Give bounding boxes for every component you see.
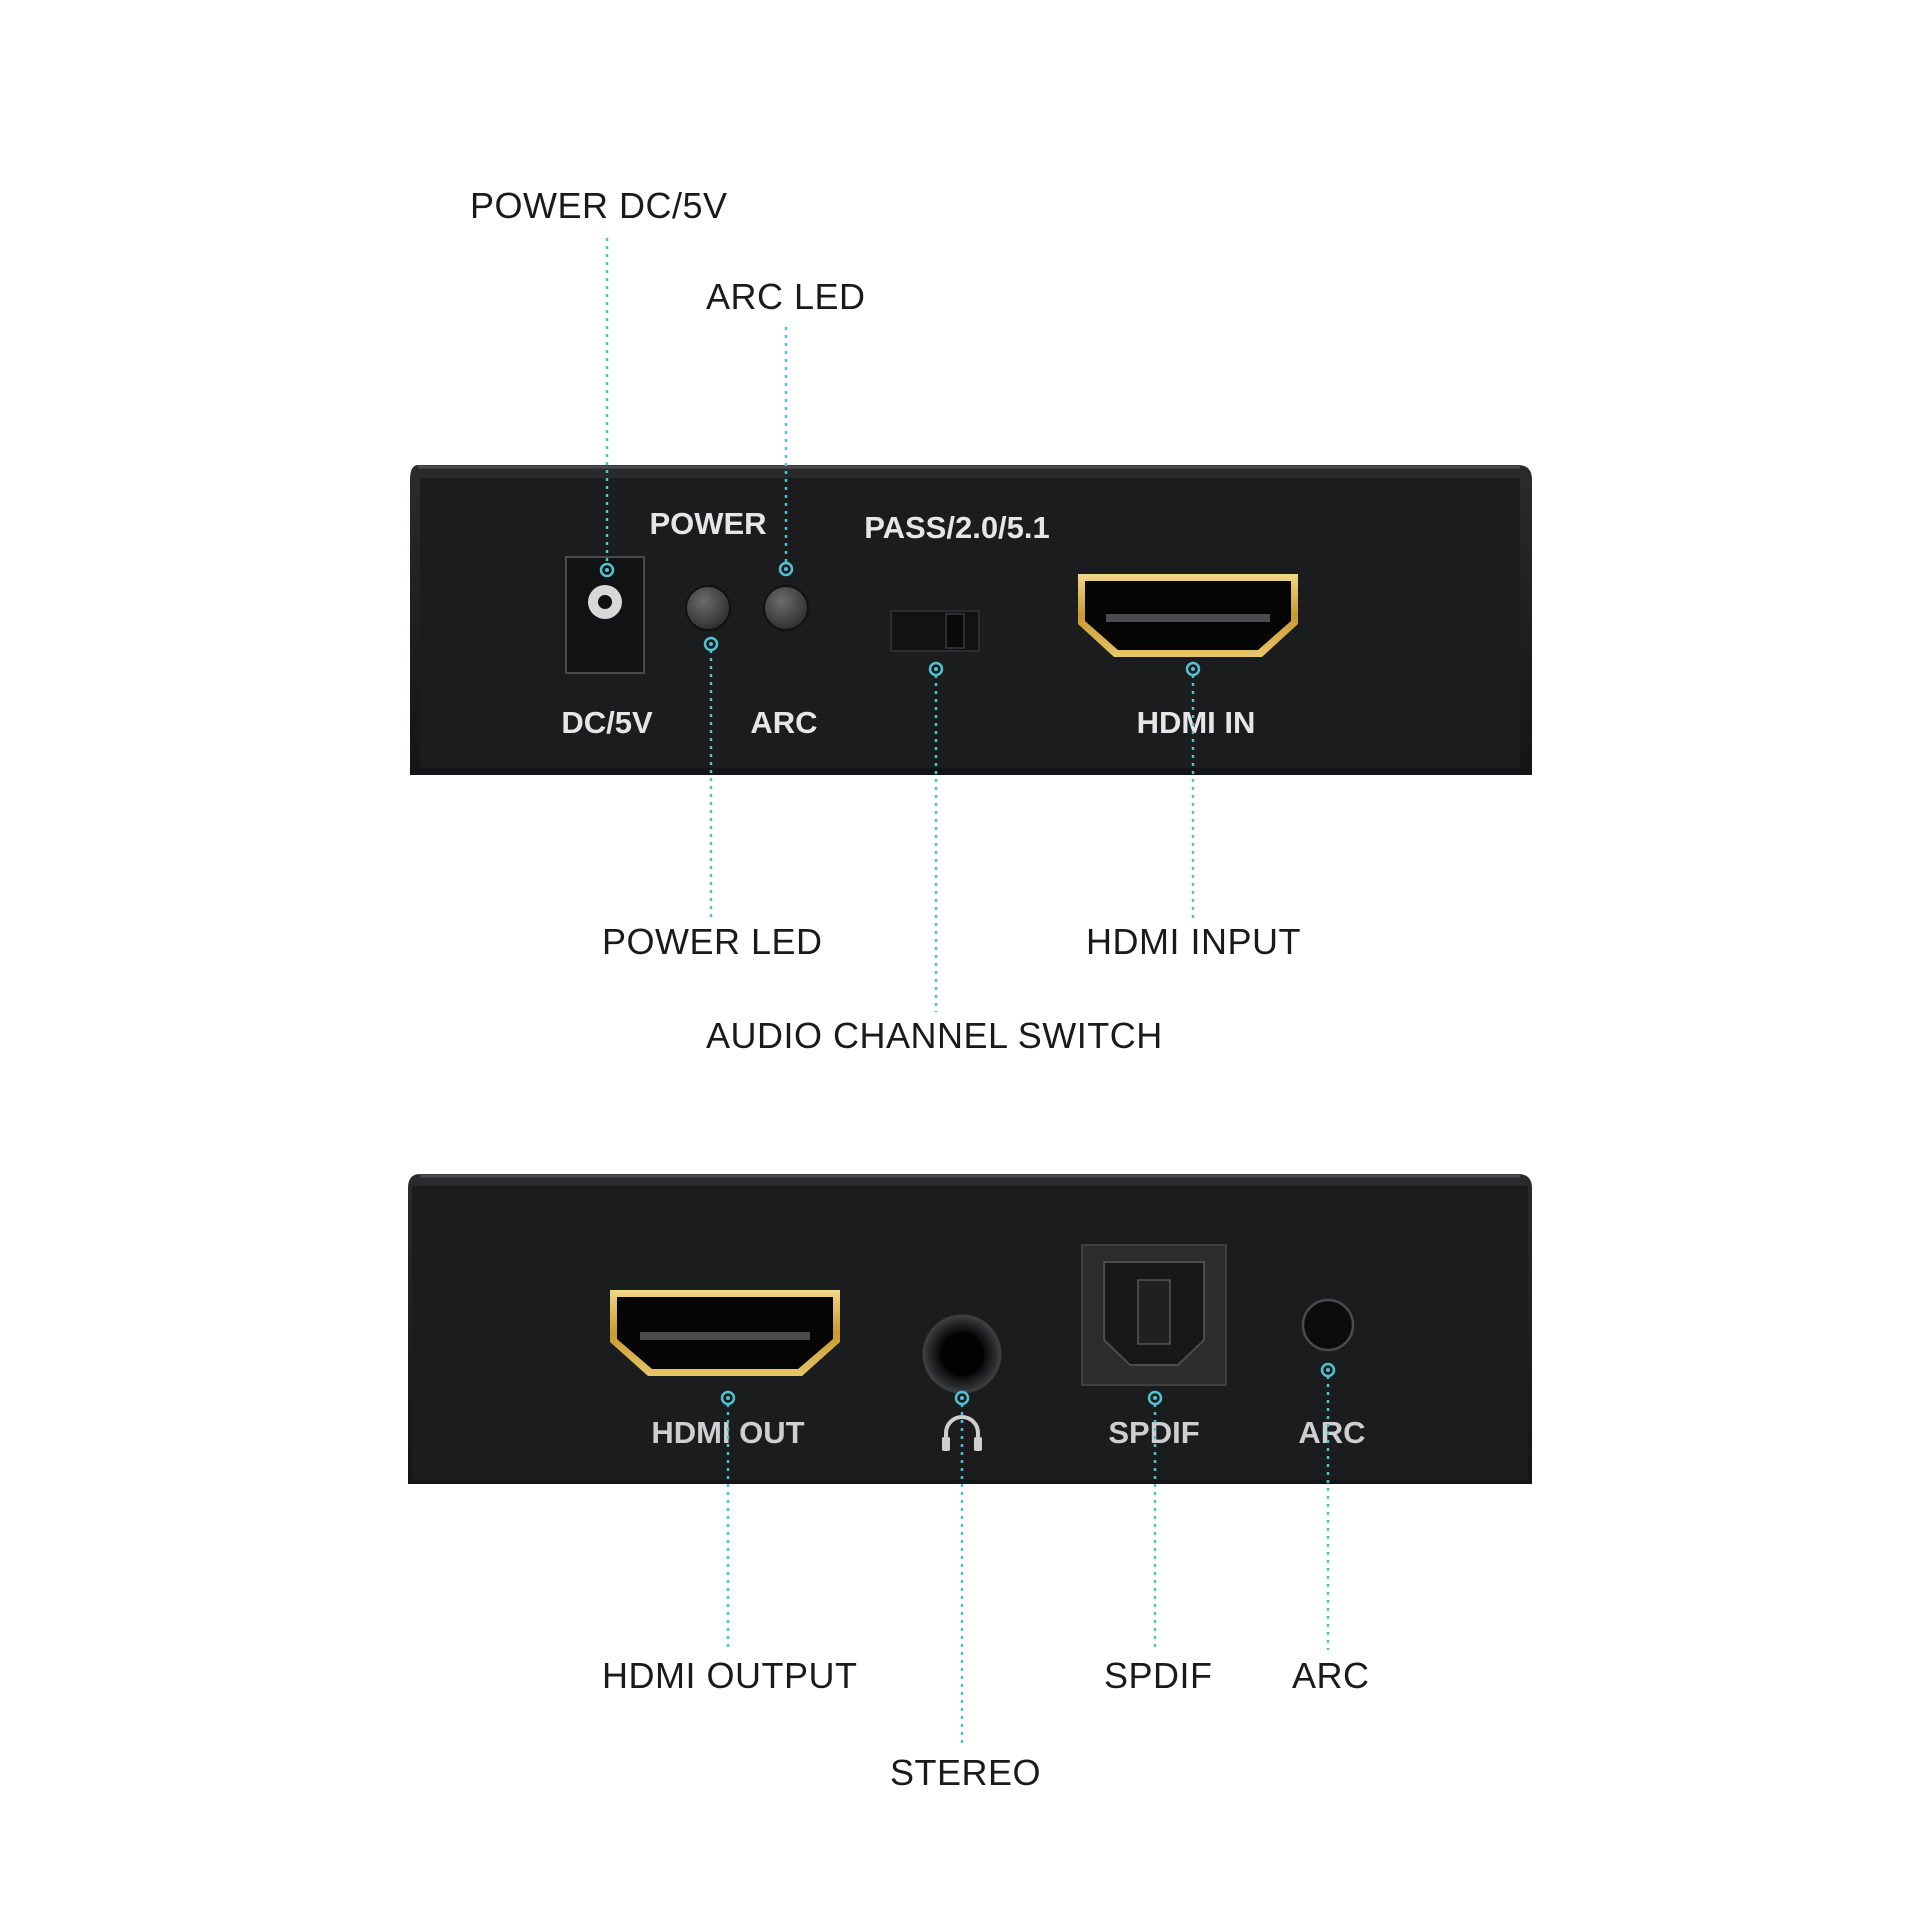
callout-hdmi-output: HDMI OUTPUT <box>602 1655 857 1696</box>
headphone-icon <box>942 1415 982 1451</box>
power-led <box>685 585 731 631</box>
callout-spdif: SPDIF <box>1104 1655 1213 1696</box>
dot-audio-switch-core <box>934 667 938 671</box>
dot-power-led <box>703 636 719 652</box>
stereo-jack-hole <box>940 1332 984 1376</box>
hdmi-out-port-tongue <box>640 1332 810 1340</box>
callout-stereo: STEREO <box>890 1752 1041 1793</box>
dot-arc <box>1320 1362 1336 1378</box>
audio-channel-switch[interactable] <box>890 610 980 652</box>
dot-spdif-core <box>1153 1396 1157 1400</box>
hdmi-in-port-tongue <box>1106 614 1270 622</box>
dot-arc-led-core <box>784 567 788 571</box>
dot-power-dc <box>599 562 615 578</box>
top-leaders <box>599 238 1201 1012</box>
dot-stereo <box>954 1390 970 1406</box>
dot-audio-switch <box>928 661 944 677</box>
dot-hdmi-input-core <box>1191 667 1195 671</box>
panel-label-arc: ARC <box>750 705 817 740</box>
bottom-leaders <box>720 1362 1336 1745</box>
top-panel: POWER PASS/2.0/5.1 DC/5V ARC HDMI IN <box>410 465 1532 775</box>
panel-label-bottom-arc: ARC <box>1298 1415 1365 1450</box>
dot-arc-core <box>1326 1368 1330 1372</box>
panel-label-dc: DC/5V <box>561 705 653 740</box>
dot-arc-led <box>778 561 794 577</box>
dot-power-led-core <box>709 642 713 646</box>
dot-stereo-core <box>960 1396 964 1400</box>
dot-spdif <box>1147 1390 1163 1406</box>
dot-hdmi-output <box>720 1390 736 1406</box>
spdif-port-shutter <box>1137 1279 1171 1345</box>
panel-label-hdmi-in: HDMI IN <box>1137 705 1256 740</box>
callout-arc-led: ARC LED <box>706 276 866 317</box>
bottom-panel: HDMI OUT SPDIF ARC <box>408 1174 1532 1484</box>
callout-power-dc: POWER DC/5V <box>470 185 728 226</box>
arc-led <box>763 585 809 631</box>
callout-audio-switch: AUDIO CHANNEL SWITCH <box>706 1015 1163 1056</box>
callout-hdmi-input: HDMI INPUT <box>1086 921 1301 962</box>
callout-arc: ARC <box>1292 1655 1370 1696</box>
dot-power-dc-core <box>605 568 609 572</box>
dc-jack-pin <box>598 595 612 609</box>
audio-channel-switch-knob <box>945 613 965 649</box>
panel-label-power: POWER <box>649 506 766 541</box>
bottom-arc-led <box>1301 1298 1355 1352</box>
panel-label-pass: PASS/2.0/5.1 <box>864 510 1050 545</box>
dot-hdmi-input <box>1185 661 1201 677</box>
callout-power-led: POWER LED <box>602 921 823 962</box>
dot-hdmi-output-core <box>726 1396 730 1400</box>
